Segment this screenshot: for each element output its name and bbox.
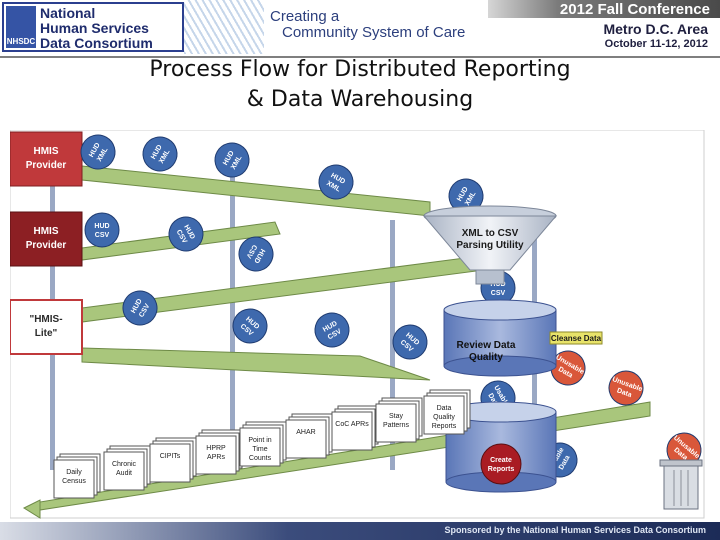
svg-text:Quality: Quality xyxy=(469,352,503,363)
diagram-frame xyxy=(10,130,705,519)
conference-dates: October 11-12, 2012 xyxy=(604,38,708,50)
svg-text:AHAR: AHAR xyxy=(296,429,315,436)
source-hmis-lite: "HMIS- Lite" xyxy=(10,299,83,355)
svg-text:Patterns: Patterns xyxy=(383,422,410,429)
svg-text:Stay: Stay xyxy=(389,413,404,420)
svg-text:Review Data: Review Data xyxy=(457,340,516,351)
svg-text:Reports: Reports xyxy=(488,466,515,473)
logo-mark-text: NHSDC xyxy=(6,37,36,46)
tagline-line-1: Creating a xyxy=(270,8,340,25)
chip-hud-csv: HUD CSV xyxy=(84,212,120,248)
review-data-quality-cylinder: Review Data Quality Cleanse Data xyxy=(443,299,603,377)
source-hmis-provider-2: HMIS Provider xyxy=(10,211,83,267)
svg-text:Audit: Audit xyxy=(116,470,132,477)
svg-text:"HMIS-: "HMIS- xyxy=(29,314,62,325)
report-doc: CIPITs xyxy=(149,437,197,483)
process-flow-diagram: HMIS Provider HMIS Provider "HMIS- Lite"… xyxy=(10,130,705,519)
decorative-hatch xyxy=(184,0,264,54)
nhsdc-logo-mark: NHSDC xyxy=(6,6,36,48)
svg-text:Parsing Utility: Parsing Utility xyxy=(456,240,524,251)
conference-banner: NHSDC National Human Services Data Conso… xyxy=(0,0,720,58)
report-doc: AHAR xyxy=(285,413,333,459)
svg-text:Provider: Provider xyxy=(26,240,67,251)
svg-text:HUD: HUD xyxy=(94,223,109,230)
svg-text:XML to CSV: XML to CSV xyxy=(462,228,519,239)
svg-text:CIPITs: CIPITs xyxy=(160,453,181,460)
svg-text:Data: Data xyxy=(437,405,452,412)
svg-text:Quality: Quality xyxy=(433,414,455,421)
tagline-line-2: Community System of Care xyxy=(282,24,466,41)
svg-text:Counts: Counts xyxy=(249,455,272,462)
conference-title: 2012 Fall Conference xyxy=(559,1,710,18)
svg-text:HPRP: HPRP xyxy=(206,445,226,452)
svg-text:Provider: Provider xyxy=(26,160,67,171)
svg-text:Cleanse Data: Cleanse Data xyxy=(551,334,602,343)
source-hmis-provider-1: HMIS Provider xyxy=(10,131,83,187)
svg-text:Point in: Point in xyxy=(248,437,271,444)
svg-text:Data: Data xyxy=(616,387,633,399)
trash-can-icon xyxy=(659,459,703,510)
svg-text:Census: Census xyxy=(62,478,86,485)
svg-text:Lite": Lite" xyxy=(35,328,58,339)
svg-text:CSV: CSV xyxy=(95,232,110,239)
svg-text:HMIS: HMIS xyxy=(34,146,59,157)
svg-text:Chronic: Chronic xyxy=(112,461,137,468)
svg-text:APRs: APRs xyxy=(207,454,225,461)
logo-line-2: Human Services xyxy=(40,20,149,36)
logo-line-1: National xyxy=(40,5,96,21)
conference-info: 2012 Fall Conference Metro D.C. Area Oct… xyxy=(488,0,720,54)
report-doc: CoC APRs xyxy=(331,405,379,451)
conference-title-bar xyxy=(488,0,720,18)
svg-text:CoC APRs: CoC APRs xyxy=(335,421,369,428)
sponsor-footer: Sponsored by the National Human Services… xyxy=(0,522,720,540)
svg-text:Reports: Reports xyxy=(432,423,457,430)
sponsor-text: Sponsored by the National Human Services… xyxy=(444,525,706,535)
svg-text:Create: Create xyxy=(490,457,512,464)
report-doc: HPRP APRs xyxy=(195,429,243,475)
slide-title-line-2: & Data Warehousing xyxy=(246,87,474,112)
report-documents: DailyCensusChronicAuditCIPITsHPRPAPRsPoi… xyxy=(53,389,471,499)
svg-text:Time: Time xyxy=(252,446,267,453)
conference-location: Metro D.C. Area xyxy=(603,21,708,37)
xml-to-csv-funnel: XML to CSV Parsing Utility xyxy=(422,205,558,285)
logo-line-3: Data Consortium xyxy=(40,35,153,51)
output-arrowhead xyxy=(22,499,41,519)
svg-text:HMIS: HMIS xyxy=(34,226,59,237)
slide-title-line-1: Process Flow for Distributed Reporting xyxy=(149,57,571,82)
svg-text:Daily: Daily xyxy=(66,469,82,476)
svg-text:CSV: CSV xyxy=(491,290,506,297)
nhsdc-logo: NHSDC National Human Services Data Conso… xyxy=(2,2,184,52)
